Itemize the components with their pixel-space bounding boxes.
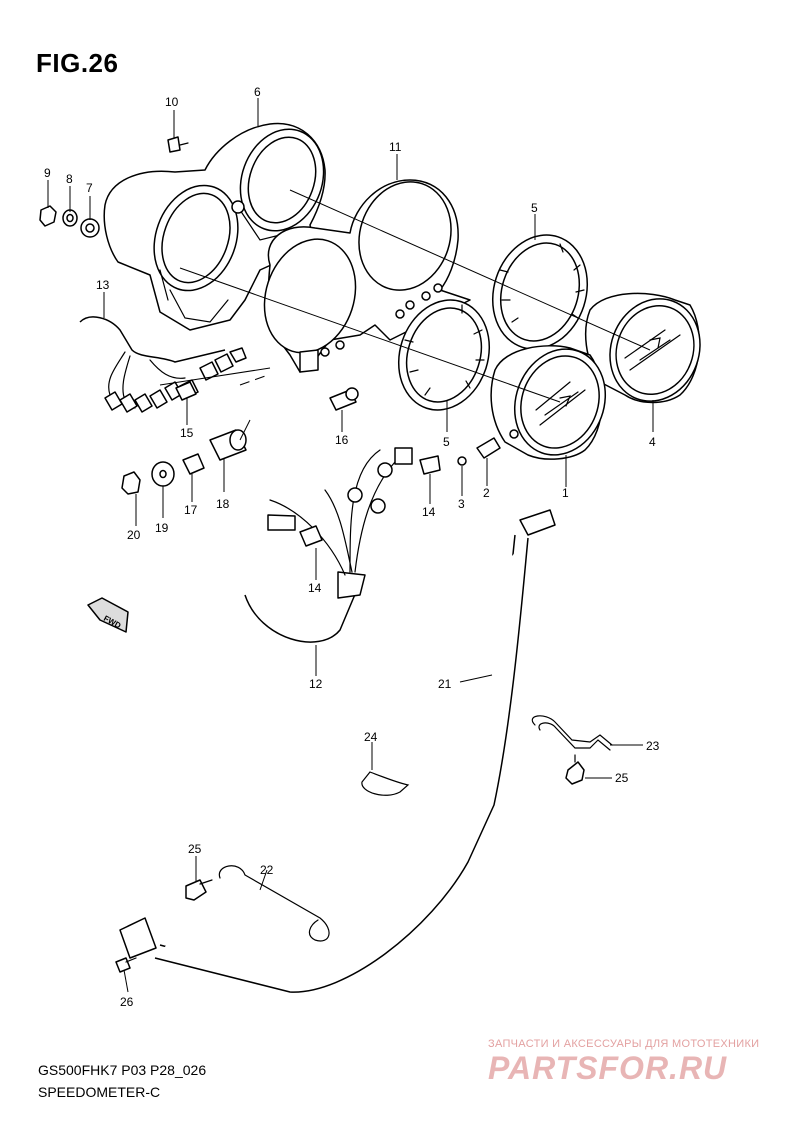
model-code: GS500FHK7 P03 P28_026 <box>38 1062 207 1078</box>
callout-16: 16 <box>335 433 349 447</box>
mounting-ring-lower <box>397 299 491 411</box>
washer-part-19 <box>151 461 175 487</box>
callout-22: 22 <box>260 863 274 877</box>
screw-part-10 <box>167 136 189 153</box>
watermark-tagline: ЗАПЧАСТИ И АКСЕССУАРЫ ДЛЯ МОТОТЕХНИКИ <box>488 1038 760 1050</box>
callout-1: 1 <box>562 486 569 500</box>
callout-26: 26 <box>120 995 134 1009</box>
callout-8: 8 <box>66 172 73 186</box>
callout-24: 24 <box>364 730 378 744</box>
watermark-brand: PARTSFOR.RU <box>488 1050 728 1086</box>
clamp-part-23 <box>531 715 613 751</box>
callout-21: 21 <box>438 677 452 691</box>
screw-part-2 <box>476 437 501 459</box>
callout-14-left: 14 <box>308 581 322 595</box>
screw-part-26 <box>115 957 137 973</box>
socket-part-18 <box>209 429 247 461</box>
bolt-part-25-upper <box>565 754 585 785</box>
wiring-harness-part-13 <box>79 316 247 413</box>
meter-case-part <box>103 122 326 331</box>
callout-labels: 6 10 9 8 7 11 5 13 15 16 5 4 1 2 3 14 14… <box>44 85 660 1009</box>
speedometer-cable-part-21 <box>119 509 556 993</box>
callout-6: 6 <box>254 85 261 99</box>
leader-lines <box>47 98 654 993</box>
figure-title: FIG.26 <box>36 48 119 78</box>
bolt-part-25-lower <box>185 879 213 901</box>
callout-10: 10 <box>165 95 179 109</box>
diagram-name: SPEEDOMETER-C <box>38 1084 161 1100</box>
screw-part-16 <box>329 387 359 411</box>
bulb-part-15 <box>175 381 197 401</box>
cushion-part-7 <box>80 218 100 238</box>
wiring-harness-part-12 <box>244 447 441 643</box>
callout-17: 17 <box>184 503 198 517</box>
forward-direction-marker: FWD <box>87 597 129 633</box>
callout-9: 9 <box>44 166 51 180</box>
callout-23: 23 <box>646 739 660 753</box>
callout-11: 11 <box>389 140 402 154</box>
screw-part-3 <box>457 456 467 466</box>
callout-4: 4 <box>649 435 656 449</box>
callout-14-right: 14 <box>422 505 436 519</box>
bulb-part-17 <box>182 453 205 475</box>
clamp-part-22 <box>218 865 330 942</box>
callout-12: 12 <box>309 677 323 691</box>
mounting-ring-upper <box>491 234 589 350</box>
callout-25-upper: 25 <box>615 771 629 785</box>
nut-part-9 <box>39 205 57 227</box>
assembly-lines <box>159 189 651 441</box>
callout-3: 3 <box>458 497 465 511</box>
nut-part-20 <box>121 471 141 495</box>
callout-20: 20 <box>127 528 141 542</box>
meter-gauge-part-4 <box>584 292 701 404</box>
callout-13: 13 <box>96 278 110 292</box>
callout-2: 2 <box>483 486 490 500</box>
washer-part-8 <box>62 209 78 227</box>
callout-7: 7 <box>86 181 93 195</box>
clip-part-24 <box>361 771 410 796</box>
callout-19: 19 <box>155 521 169 535</box>
callout-5-upper: 5 <box>531 201 538 215</box>
callout-25-lower: 25 <box>188 842 202 856</box>
callout-5-lower: 5 <box>443 435 450 449</box>
callout-15: 15 <box>180 426 194 440</box>
callout-18: 18 <box>216 497 230 511</box>
